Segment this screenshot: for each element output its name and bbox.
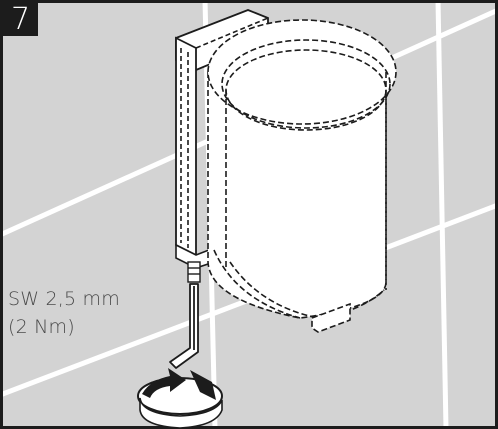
hex-key-icon bbox=[169, 283, 199, 369]
set-screw bbox=[187, 261, 201, 283]
step-number-badge: 7 bbox=[3, 3, 38, 36]
wall-bracket bbox=[175, 9, 269, 269]
torque-label: (2 Nm) bbox=[8, 316, 75, 338]
container-body bbox=[207, 19, 397, 333]
key-size-label: SW 2,5 mm bbox=[8, 288, 120, 310]
rotation-arrow-icon bbox=[137, 368, 223, 429]
